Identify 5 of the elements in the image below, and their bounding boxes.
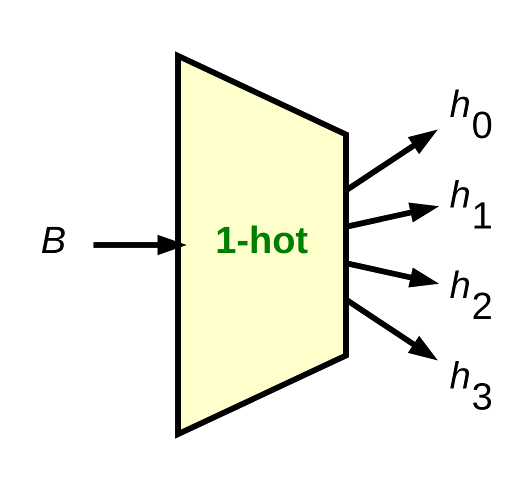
arrow [346,260,440,288]
node-text: B [40,220,66,262]
arrow [346,202,440,230]
arrow [93,234,187,256]
node-box: 1-hot [175,51,349,439]
